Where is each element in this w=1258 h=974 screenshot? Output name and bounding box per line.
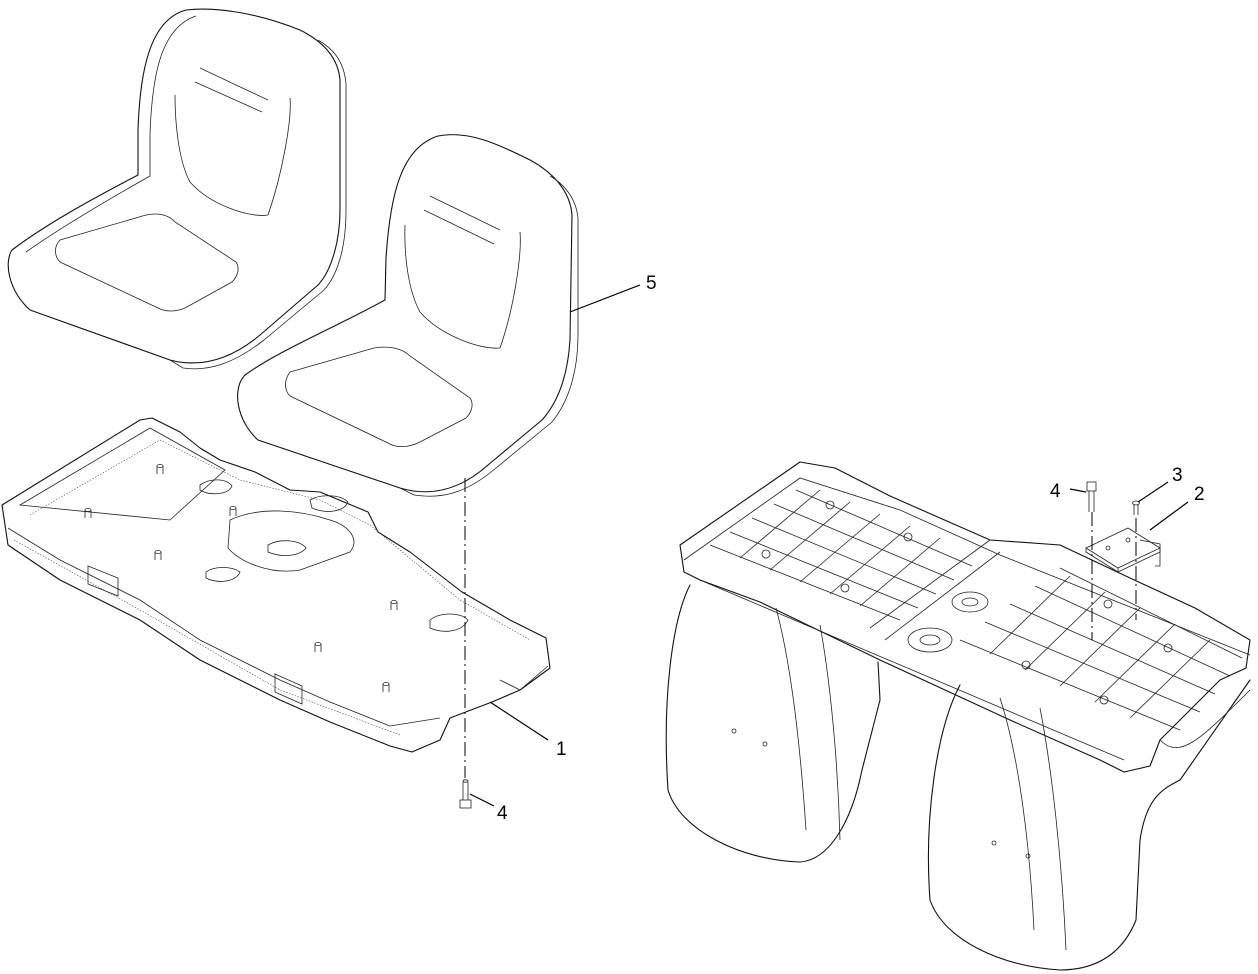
underside-nuts bbox=[761, 500, 1173, 705]
bracket bbox=[1085, 527, 1161, 573]
callout-1: 1 bbox=[556, 739, 567, 760]
bolt-right bbox=[1086, 481, 1097, 512]
leader-4-right bbox=[1069, 488, 1087, 493]
leader-3 bbox=[1137, 481, 1169, 503]
callout-3: 3 bbox=[1172, 465, 1183, 486]
leader-1 bbox=[489, 701, 549, 741]
underside-grid-left bbox=[709, 489, 973, 621]
leader-4-left bbox=[469, 793, 495, 807]
seat-base-studs bbox=[84, 464, 398, 692]
underside-grid-right bbox=[959, 567, 1243, 731]
leader-2 bbox=[1149, 501, 1189, 531]
seat-front bbox=[237, 134, 579, 497]
callout-4-left: 4 bbox=[497, 803, 508, 824]
seat-base-bottom bbox=[1, 417, 551, 753]
seat-rear bbox=[7, 8, 347, 370]
seat-assembly-underside bbox=[665, 461, 1251, 971]
leader-5 bbox=[569, 284, 641, 313]
callout-4-right: 4 bbox=[1050, 481, 1061, 502]
bolt-left bbox=[459, 779, 472, 809]
callout-5: 5 bbox=[646, 273, 657, 294]
screw bbox=[1132, 500, 1140, 515]
callouts: 5 1 4 4 3 2 bbox=[469, 273, 1205, 824]
callout-2: 2 bbox=[1194, 484, 1205, 505]
